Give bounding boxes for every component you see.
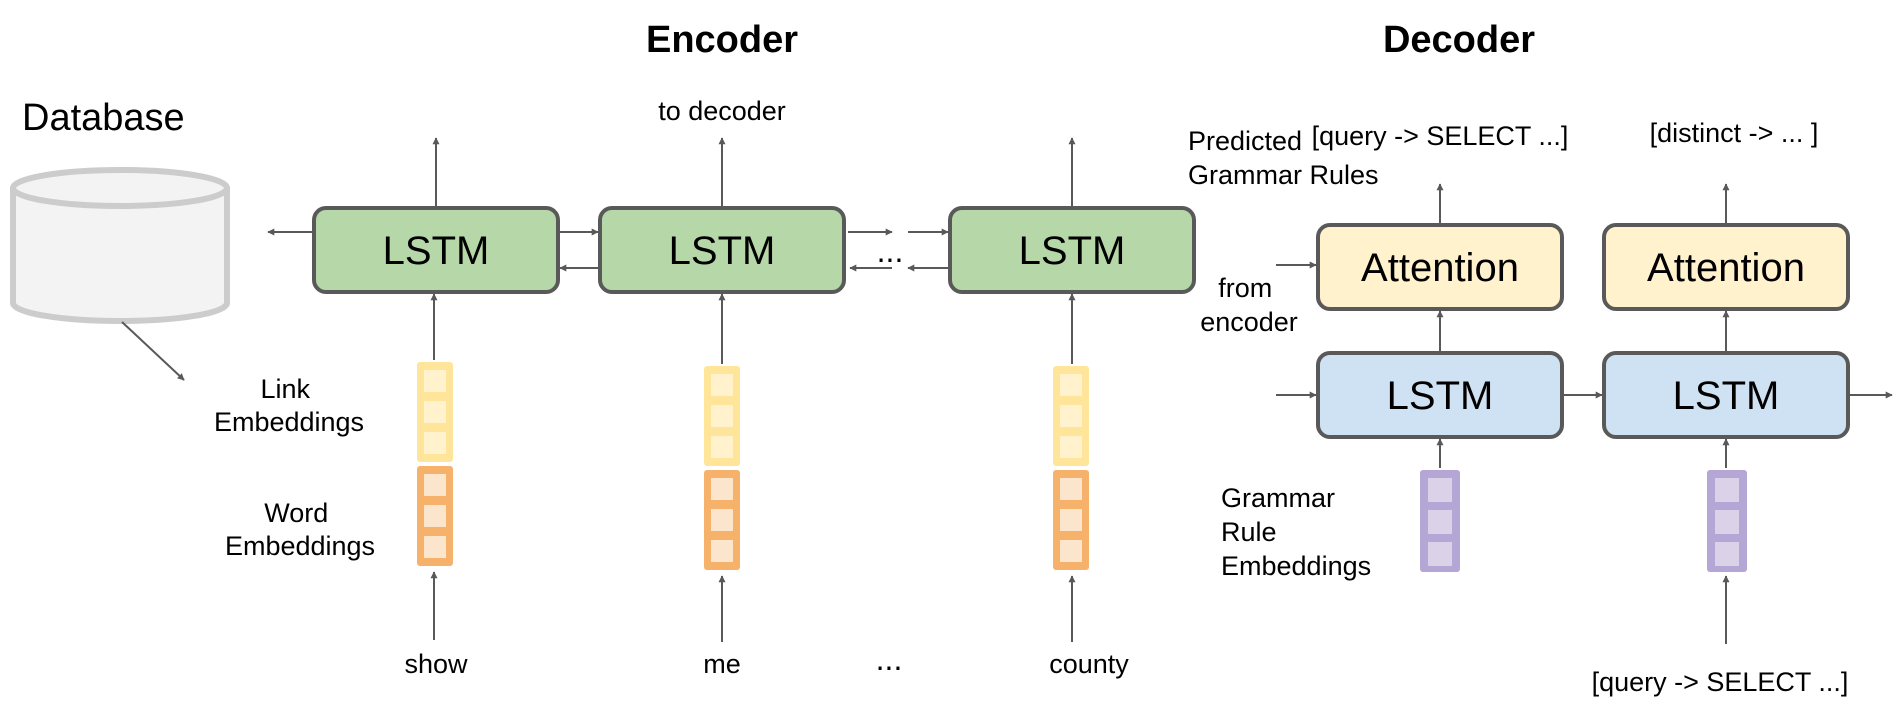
input-word: show bbox=[404, 649, 468, 679]
link-embeddings-label: Link Embeddings bbox=[214, 374, 364, 437]
input-word-ellipsis: ... bbox=[876, 641, 903, 677]
encoder-lstm-label: LSTM bbox=[1019, 229, 1126, 273]
attention-label: Attention bbox=[1361, 246, 1519, 290]
input-word: me bbox=[703, 649, 741, 679]
encoder-lstm-label: LSTM bbox=[383, 229, 490, 273]
predicted-rule-2: [distinct -> ... ] bbox=[1650, 118, 1819, 148]
decoder-arrows bbox=[1276, 183, 1893, 644]
predicted-grammar-rules-label: Predicted Grammar Rules bbox=[1188, 126, 1379, 190]
embedding-stack-show bbox=[417, 362, 453, 566]
encoder-lstm-1: LSTM bbox=[312, 206, 560, 294]
decoder-lstm-label: LSTM bbox=[1387, 374, 1494, 418]
attention-box-2: Attention bbox=[1602, 223, 1850, 311]
grammar-embedding-stack-2 bbox=[1707, 470, 1747, 572]
encoder-output-arrows bbox=[432, 137, 1076, 206]
decoder-input-rule: [query -> SELECT ...] bbox=[1592, 667, 1849, 697]
word-input-arrows bbox=[430, 571, 1076, 642]
word-embeddings-label: Word Embeddings bbox=[225, 498, 375, 561]
to-decoder-label: to decoder bbox=[658, 96, 786, 126]
database-link-arrow bbox=[121, 321, 185, 381]
encoder-input-arrows bbox=[430, 293, 1076, 364]
decoder-lstm-1: LSTM bbox=[1316, 351, 1564, 439]
grammar-rule-embeddings-label: Grammar Rule Embeddings bbox=[1221, 483, 1371, 581]
predicted-rule-1: [query -> SELECT ...] bbox=[1312, 121, 1569, 151]
encoder-title: Encoder bbox=[646, 19, 798, 61]
encoder-recurrent-arrows bbox=[267, 228, 949, 272]
input-word: county bbox=[1049, 649, 1129, 679]
database-label: Database bbox=[22, 97, 185, 139]
attention-label: Attention bbox=[1647, 246, 1805, 290]
encoder-ellipsis: ... bbox=[877, 233, 904, 269]
encoder-lstm-2: LSTM bbox=[598, 206, 846, 294]
grammar-embedding-stack-1 bbox=[1420, 470, 1460, 572]
from-encoder-label: from encoder bbox=[1200, 273, 1298, 337]
decoder-title: Decoder bbox=[1383, 19, 1535, 61]
attention-box-1: Attention bbox=[1316, 223, 1564, 311]
embedding-stack-county bbox=[1053, 366, 1089, 570]
decoder-lstm-label: LSTM bbox=[1673, 374, 1780, 418]
encoder-lstm-3: LSTM bbox=[948, 206, 1196, 294]
embedding-stack-me bbox=[704, 366, 740, 570]
database-cylinder-icon bbox=[10, 167, 230, 324]
encoder-lstm-label: LSTM bbox=[669, 229, 776, 273]
decoder-lstm-2: LSTM bbox=[1602, 351, 1850, 439]
